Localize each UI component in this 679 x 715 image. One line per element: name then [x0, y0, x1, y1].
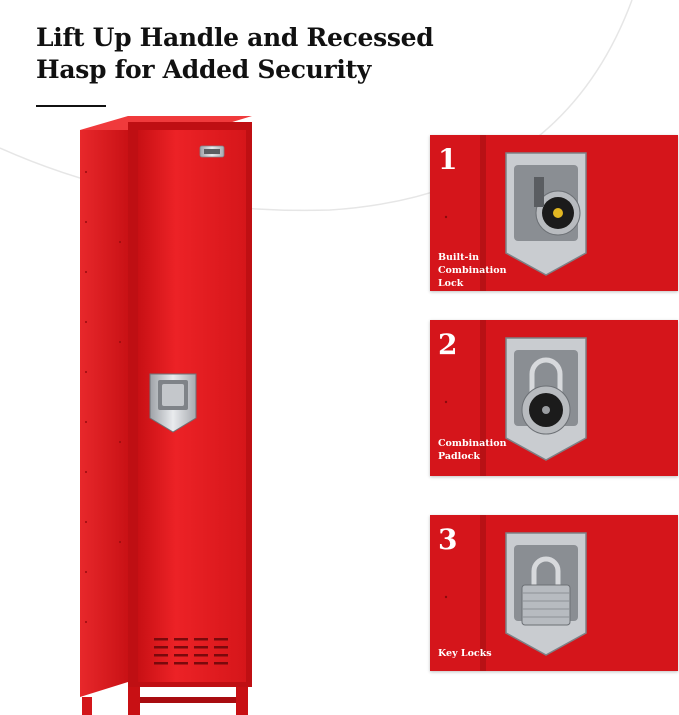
- headline-line-2: Hasp for Added Security: [36, 55, 372, 84]
- option-number: 2: [438, 328, 458, 361]
- lock-option-combination-lock: 1 Built-in Combination Lock: [430, 135, 678, 291]
- lock-option-combination-padlock: 2 Combination Padlock: [430, 320, 678, 476]
- option-caption-line-1: Key Locks: [438, 648, 492, 659]
- option-caption: Combination Padlock: [438, 437, 528, 463]
- combination-lock-icon: [430, 135, 678, 291]
- headline-underline: [36, 105, 106, 107]
- option-caption: Key Locks: [438, 647, 528, 660]
- combination-padlock-icon: [430, 320, 678, 476]
- locker-image: [80, 116, 252, 715]
- option-number: 3: [438, 523, 458, 556]
- headline-line-1: Lift Up Handle and Recessed: [36, 23, 434, 52]
- option-number: 1: [438, 143, 458, 176]
- key-padlock-icon: [430, 515, 678, 671]
- option-caption-line-2: Padlock: [438, 451, 480, 462]
- option-caption-line-2: Combination Lock: [438, 265, 507, 289]
- option-caption-line-1: Combination: [438, 438, 507, 449]
- headline: Lift Up Handle and Recessed Hasp for Add…: [36, 22, 476, 86]
- option-caption-line-1: Built-in: [438, 252, 480, 263]
- option-caption: Built-in Combination Lock: [438, 251, 528, 290]
- lock-option-key-lock: 3 Key Locks: [430, 515, 678, 671]
